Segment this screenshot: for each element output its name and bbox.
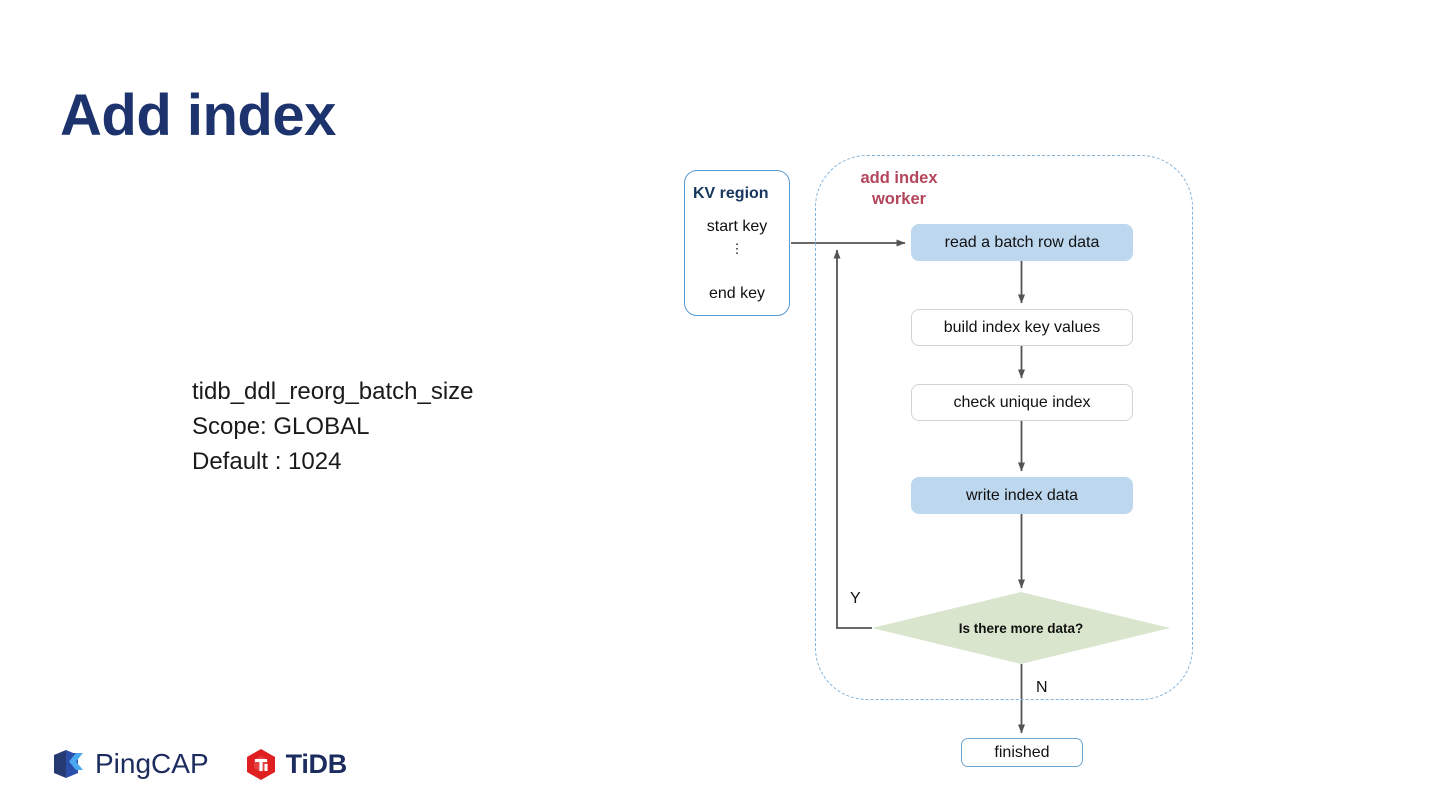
variable-name: tidb_ddl_reorg_batch_size bbox=[192, 378, 474, 405]
variable-info-block: tidb_ddl_reorg_batch_size Scope: GLOBAL … bbox=[192, 374, 474, 479]
branch-label-yes: Y bbox=[850, 590, 861, 607]
tidb-logo: TiDB bbox=[245, 747, 347, 781]
kv-end-key: end key bbox=[708, 285, 766, 302]
worker-label-line1: add index bbox=[860, 169, 938, 187]
arrow-yes-loop bbox=[833, 249, 872, 629]
variable-default: Default : 1024 bbox=[192, 448, 342, 475]
branch-label-no: N bbox=[1036, 679, 1048, 696]
decision-label: Is there more data? bbox=[958, 620, 1084, 636]
worker-label-line2: worker bbox=[871, 190, 927, 208]
decision-diamond-shape bbox=[872, 592, 1170, 664]
pingcap-logo-icon bbox=[54, 750, 83, 778]
node-write-index-data: write index data bbox=[911, 477, 1133, 514]
add-index-worker-container bbox=[815, 155, 1193, 700]
page-title: Add index bbox=[60, 83, 336, 148]
node-finished: finished bbox=[961, 738, 1083, 767]
tidb-logo-icon bbox=[246, 749, 275, 780]
tidb-wordmark: TiDB bbox=[285, 748, 348, 779]
kv-region-box: KV region start key ⋮ end key bbox=[684, 170, 790, 316]
add-index-worker-label: add index worker bbox=[840, 168, 958, 210]
pingcap-wordmark: PingCAP bbox=[95, 748, 209, 779]
kv-dots: ⋮ bbox=[730, 241, 744, 256]
node-read-a-batch-row-data: read a batch row data bbox=[911, 224, 1133, 261]
footer-logos: PingCAP TiDB bbox=[52, 742, 347, 786]
pingcap-logo: PingCAP bbox=[52, 747, 209, 781]
variable-scope: Scope: GLOBAL bbox=[192, 413, 370, 440]
kv-region-title: KV region bbox=[693, 185, 769, 202]
kv-start-key: start key bbox=[706, 218, 768, 235]
node-check-unique-index: check unique index bbox=[911, 384, 1133, 421]
node-build-index-key-values: build index key values bbox=[911, 309, 1133, 346]
